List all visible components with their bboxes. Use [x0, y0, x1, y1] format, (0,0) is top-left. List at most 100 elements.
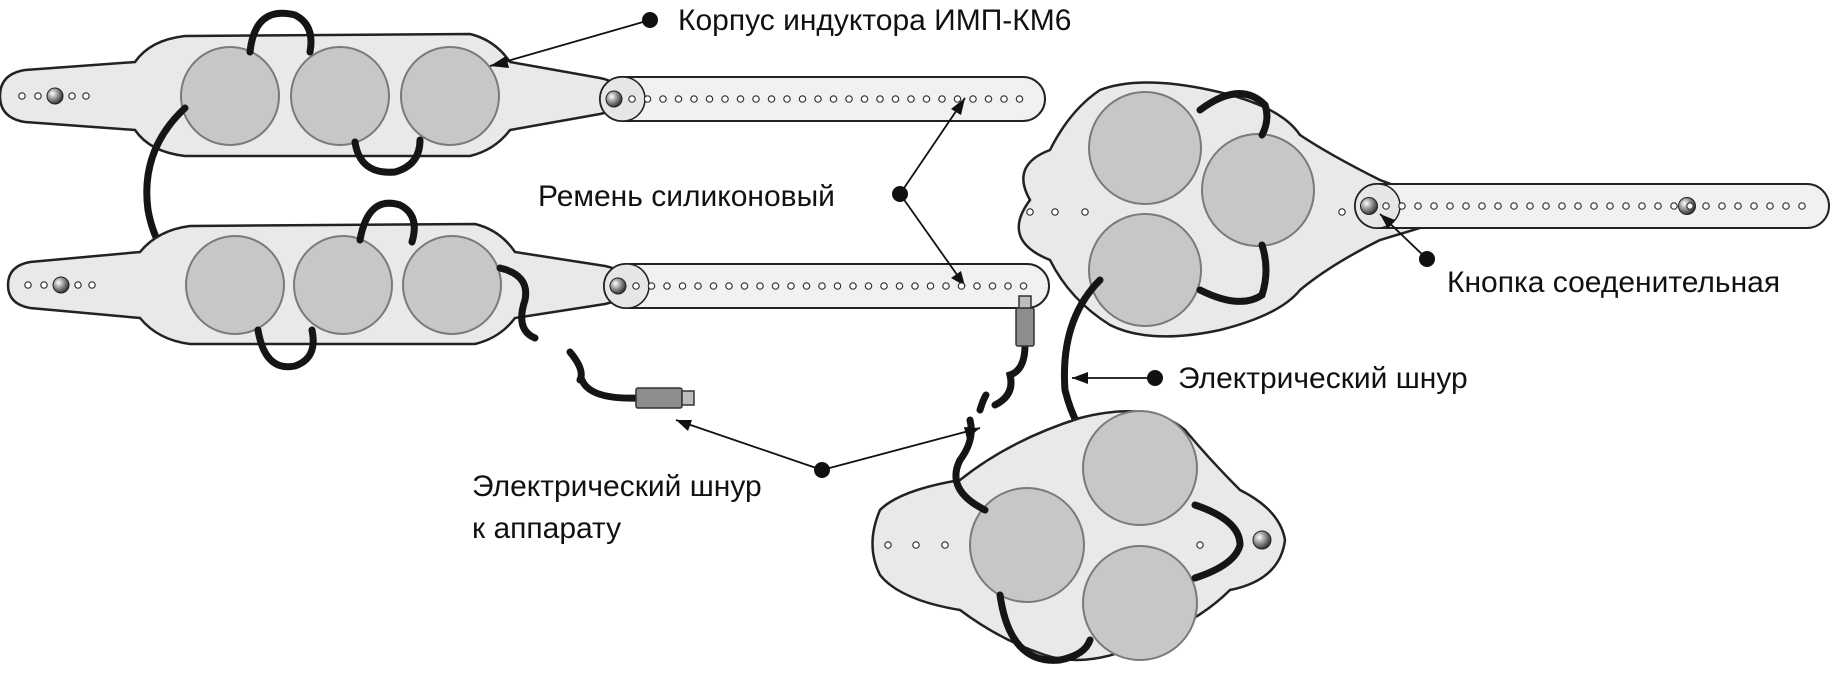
label-housing: Корпус индуктора ИМП-КМ6: [678, 4, 1071, 37]
strap-hole: [1670, 202, 1678, 210]
strap-hole: [740, 282, 749, 290]
strap-hole: [721, 95, 729, 103]
strap-hole: [973, 282, 981, 290]
strap-hole: [659, 95, 667, 103]
connector-button: [605, 90, 623, 108]
inductor-right-bottom: [871, 410, 1287, 664]
strap-hole: [802, 282, 811, 290]
strap-hole: [1622, 202, 1630, 210]
strap-hole: [895, 282, 904, 290]
strap-hole: [988, 282, 997, 290]
inductor-right-top: [1017, 81, 1427, 338]
strap-hole: [814, 95, 822, 103]
inductor-middle-left: [6, 199, 627, 371]
strap-hole: [767, 95, 776, 103]
strap-hole: [1000, 95, 1008, 103]
strap-hole: [1782, 202, 1790, 210]
strap-hole: [829, 95, 838, 103]
strap-hole: [771, 282, 780, 290]
strap-hole: [725, 282, 733, 290]
strap-hole: [1015, 95, 1024, 103]
strap-hole: [647, 282, 656, 290]
strap-hole: [957, 282, 966, 290]
strap-hole: [938, 95, 946, 103]
connector-button: [1360, 197, 1378, 215]
strap-hole: [818, 282, 826, 290]
strap-hole: [984, 95, 993, 103]
label-cable: Электрический шнур: [1178, 362, 1468, 395]
strap-hole: [1398, 202, 1406, 210]
strap-hole: [736, 95, 745, 103]
strap-hole: [787, 282, 795, 290]
strap-hole: [628, 95, 636, 103]
strap-hole: [1004, 282, 1012, 290]
strap-hole: [1766, 202, 1774, 210]
label-cable-group: Электрический шнур: [1072, 362, 1468, 395]
strap-hole: [643, 95, 652, 103]
inductor-top-left: [0, 9, 622, 176]
strap-hole: [953, 95, 962, 103]
label-strap: Ремень силиконовый: [538, 180, 835, 213]
strap-hole: [942, 282, 950, 290]
strap-hole: [911, 282, 919, 290]
strap-hole: [1462, 202, 1470, 210]
strap-hole: [1019, 282, 1028, 290]
strap-hole: [1734, 202, 1742, 210]
strap-hole: [1510, 202, 1518, 210]
label-cable-to-device-line1: Электрический шнур: [472, 470, 762, 503]
strap-hole: [1686, 202, 1694, 210]
strap-hole: [860, 95, 869, 103]
strap-hole: [922, 95, 931, 103]
connector-button: [1252, 530, 1272, 550]
strap-hole: [1590, 202, 1598, 210]
strap-hole: [705, 95, 714, 103]
strap-hole: [1430, 202, 1438, 210]
strap-hole: [907, 95, 915, 103]
strap-hole: [845, 95, 853, 103]
strap-hole: [1526, 202, 1534, 210]
cable-plug-right: [1015, 295, 1035, 347]
strap-hole: [1750, 202, 1758, 210]
strap-hole: [833, 282, 842, 290]
strap-hole: [1718, 202, 1726, 210]
strap-hole: [678, 282, 687, 290]
label-button-group: Кнопка соеденительная: [1379, 213, 1780, 299]
strap-hole: [1414, 202, 1422, 210]
strap-hole: [1606, 202, 1614, 210]
connector-button: [609, 277, 627, 295]
strap-hole: [1494, 202, 1502, 210]
strap-hole: [694, 282, 702, 290]
strap-hole: [756, 282, 764, 290]
label-cable-to-device-group: Электрический шнур к аппарату: [472, 419, 981, 545]
strap-hole: [880, 282, 888, 290]
strap-hole: [849, 282, 857, 290]
strap-hole: [891, 95, 900, 103]
strap-hole: [663, 282, 671, 290]
cable-plug-left: [635, 387, 695, 409]
strap-hole: [969, 95, 977, 103]
label-strap-group: Ремень силиконовый: [538, 97, 966, 287]
strap-hole: [752, 95, 760, 103]
strap-hole: [1574, 202, 1582, 210]
label-cable-to-device-line2: к аппарату: [472, 512, 621, 545]
strap-hole: [1446, 202, 1454, 210]
strap-hole: [690, 95, 698, 103]
strap-hole: [1638, 202, 1646, 210]
strap-hole: [1478, 202, 1486, 210]
connector-button: [52, 276, 70, 294]
strap-hole: [864, 282, 873, 290]
strap-hole: [798, 95, 807, 103]
strap-hole: [783, 95, 791, 103]
strap-hole: [674, 95, 683, 103]
strap-hole: [926, 282, 935, 290]
strap-hole: [1542, 202, 1550, 210]
strap-hole: [1654, 202, 1662, 210]
strap-hole: [1558, 202, 1566, 210]
strap-hole: [1798, 202, 1806, 210]
label-housing-group: Корпус индуктора ИМП-КМ6: [489, 4, 1071, 68]
strap-hole: [1702, 202, 1710, 210]
strap-hole: [876, 95, 884, 103]
strap-hole: [1382, 202, 1390, 210]
strap-middle: [603, 263, 1050, 309]
